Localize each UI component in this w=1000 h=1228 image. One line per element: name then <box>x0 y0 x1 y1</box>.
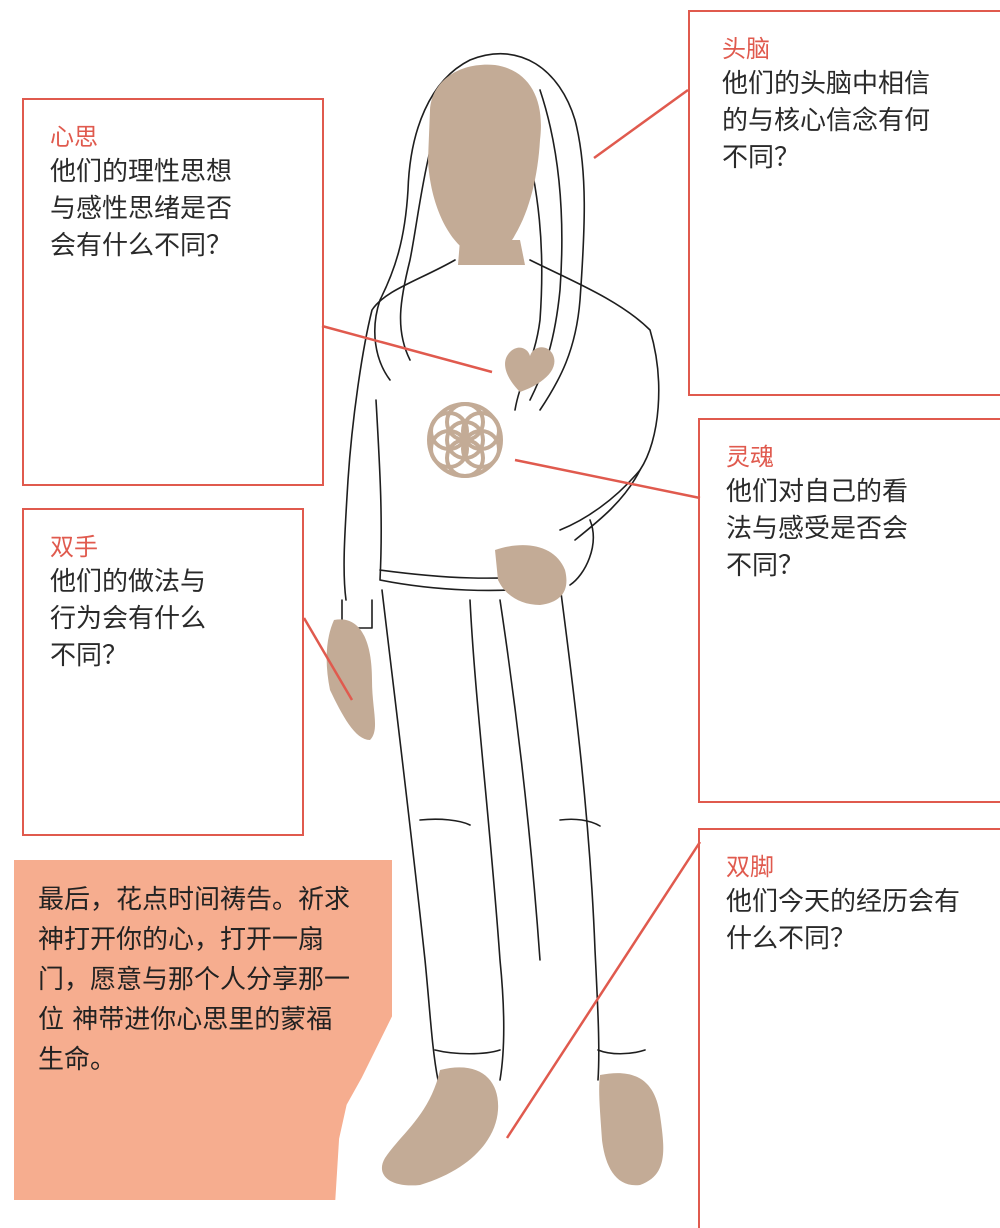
mind-callout-box: 心思 他们的理性思想 与感性思绪是否 会有什么不同？ <box>22 98 324 486</box>
trouser-cuff <box>434 1049 646 1055</box>
prayer-line-3: 门，愿意与那个人分享那一 <box>38 965 351 995</box>
mind-line-1: 他们的理性思想 <box>50 157 233 187</box>
hands-line-1: 他们的做法与 <box>50 567 207 597</box>
left-shoe-shape <box>381 1067 499 1186</box>
face-shape <box>428 64 541 256</box>
mind-line-2: 与感性思绪是否 <box>50 194 233 224</box>
left-hand-shape <box>326 619 376 740</box>
trousers-outline <box>381 584 600 1081</box>
soul-line-1: 他们对自己的看 <box>726 477 909 507</box>
callout-line-mind <box>321 324 493 374</box>
soul-callout-box: 灵魂 他们对自己的看 法与感受是否会 不同？ <box>698 418 1000 803</box>
soul-line-2: 法与感受是否会 <box>726 514 909 544</box>
neck-shape <box>458 240 525 265</box>
feet-callout-box: 双脚 他们今天的经历会有 什么不同？ <box>698 828 1000 1228</box>
hands-title: 双手 <box>50 533 98 561</box>
feet-line-1: 他们今天的经历会有 <box>726 887 961 917</box>
hands-line-3: 不同？ <box>50 641 129 671</box>
callout-line-soul <box>514 458 701 500</box>
prayer-line-1: 最后，花点时间祷告。祈求 <box>38 885 351 915</box>
flower-of-life-icon <box>427 402 503 478</box>
hair-outline <box>374 52 586 411</box>
mind-line-3: 会有什么不同？ <box>50 231 233 261</box>
prayer-line-4: 位 神带进你心思里的蒙福 <box>38 1005 333 1035</box>
prayer-note-box: 最后，花点时间祷告。祈求 神打开你的心，打开一扇 门，愿意与那个人分享那一 位 … <box>14 860 392 1200</box>
sleeve-right <box>569 469 641 586</box>
soul-title: 灵魂 <box>726 443 774 471</box>
hands-callout-box: 双手 他们的做法与 行为会有什么 不同？ <box>22 508 304 836</box>
head-title: 头脑 <box>722 35 770 63</box>
feet-line-2: 什么不同？ <box>726 924 857 954</box>
right-hand-shape <box>495 545 567 605</box>
head-callout-box: 头脑 他们的头脑中相信 的与核心信念有何 不同？ <box>688 10 1000 396</box>
callout-line-feet <box>505 841 702 1139</box>
right-shoe-shape <box>599 1073 664 1186</box>
heart-icon <box>505 347 555 392</box>
callout-line-head <box>593 88 689 160</box>
mind-title: 心思 <box>50 123 98 151</box>
hands-line-2: 行为会有什么 <box>50 604 207 634</box>
prayer-line-2: 神打开你的心，打开一扇 <box>38 925 325 955</box>
head-line-3: 不同？ <box>722 143 801 173</box>
sweater-outline <box>343 259 660 601</box>
knee-line <box>419 818 601 827</box>
head-line-1: 他们的头脑中相信 <box>722 69 931 99</box>
head-line-2: 的与核心信念有何 <box>722 106 931 136</box>
feet-title: 双脚 <box>726 853 774 881</box>
prayer-line-5: 生命。 <box>38 1045 117 1075</box>
callout-line-hands <box>302 617 354 701</box>
soul-line-3: 不同？ <box>726 551 805 581</box>
